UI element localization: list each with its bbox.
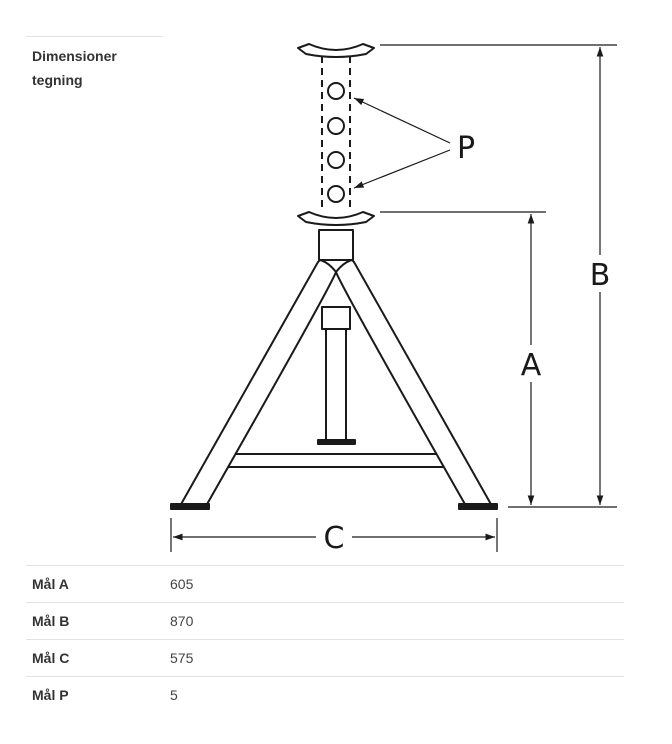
spec-row-a: Mål A 605: [26, 565, 624, 602]
spec-label: Mål B: [32, 613, 70, 629]
inner-tube: [321, 306, 351, 330]
pin-hole-1: [327, 82, 345, 100]
spec-row-c: Mål C 575: [26, 639, 624, 676]
spec-label: Mål C: [32, 650, 70, 666]
spec-row-p: Mål P 5: [26, 676, 624, 713]
dimension-lines: [170, 44, 617, 552]
top-saddle: [297, 43, 375, 58]
left-leg: [179, 259, 337, 507]
spec-label: Mål P: [32, 687, 69, 703]
inner-post-foot: [317, 439, 356, 445]
dimension-spec-table: Mål A 605 Mål B 870 Mål C 575 Mål P 5: [26, 565, 624, 713]
lower-saddle: [297, 211, 375, 226]
pointer-p-upper: [353, 97, 451, 144]
pointer-p-lower: [353, 149, 451, 189]
pin-hole-2: [327, 117, 345, 135]
spec-value: 870: [170, 613, 194, 629]
label-p: P: [457, 131, 475, 166]
right-foot: [458, 503, 498, 510]
right-leg: [335, 259, 493, 507]
pin-hole-4: [327, 185, 345, 203]
spec-value: 5: [170, 687, 178, 703]
drawing-title: Dimensioner tegning: [32, 48, 117, 88]
pin-hole-3: [327, 151, 345, 169]
spec-row-b: Mål B 870: [26, 602, 624, 639]
label-c: C: [324, 521, 345, 556]
left-foot: [170, 503, 210, 510]
axle-stand-figure: [170, 43, 498, 510]
spec-label: Mål A: [32, 576, 69, 592]
spec-value: 575: [170, 650, 194, 666]
label-b: B: [590, 258, 611, 293]
label-a: A: [521, 348, 542, 383]
spec-value: 605: [170, 576, 194, 592]
head-block: [318, 229, 354, 261]
axle-stand-dimension-drawing: B A C P: [170, 43, 617, 556]
header-divider: [26, 36, 163, 37]
